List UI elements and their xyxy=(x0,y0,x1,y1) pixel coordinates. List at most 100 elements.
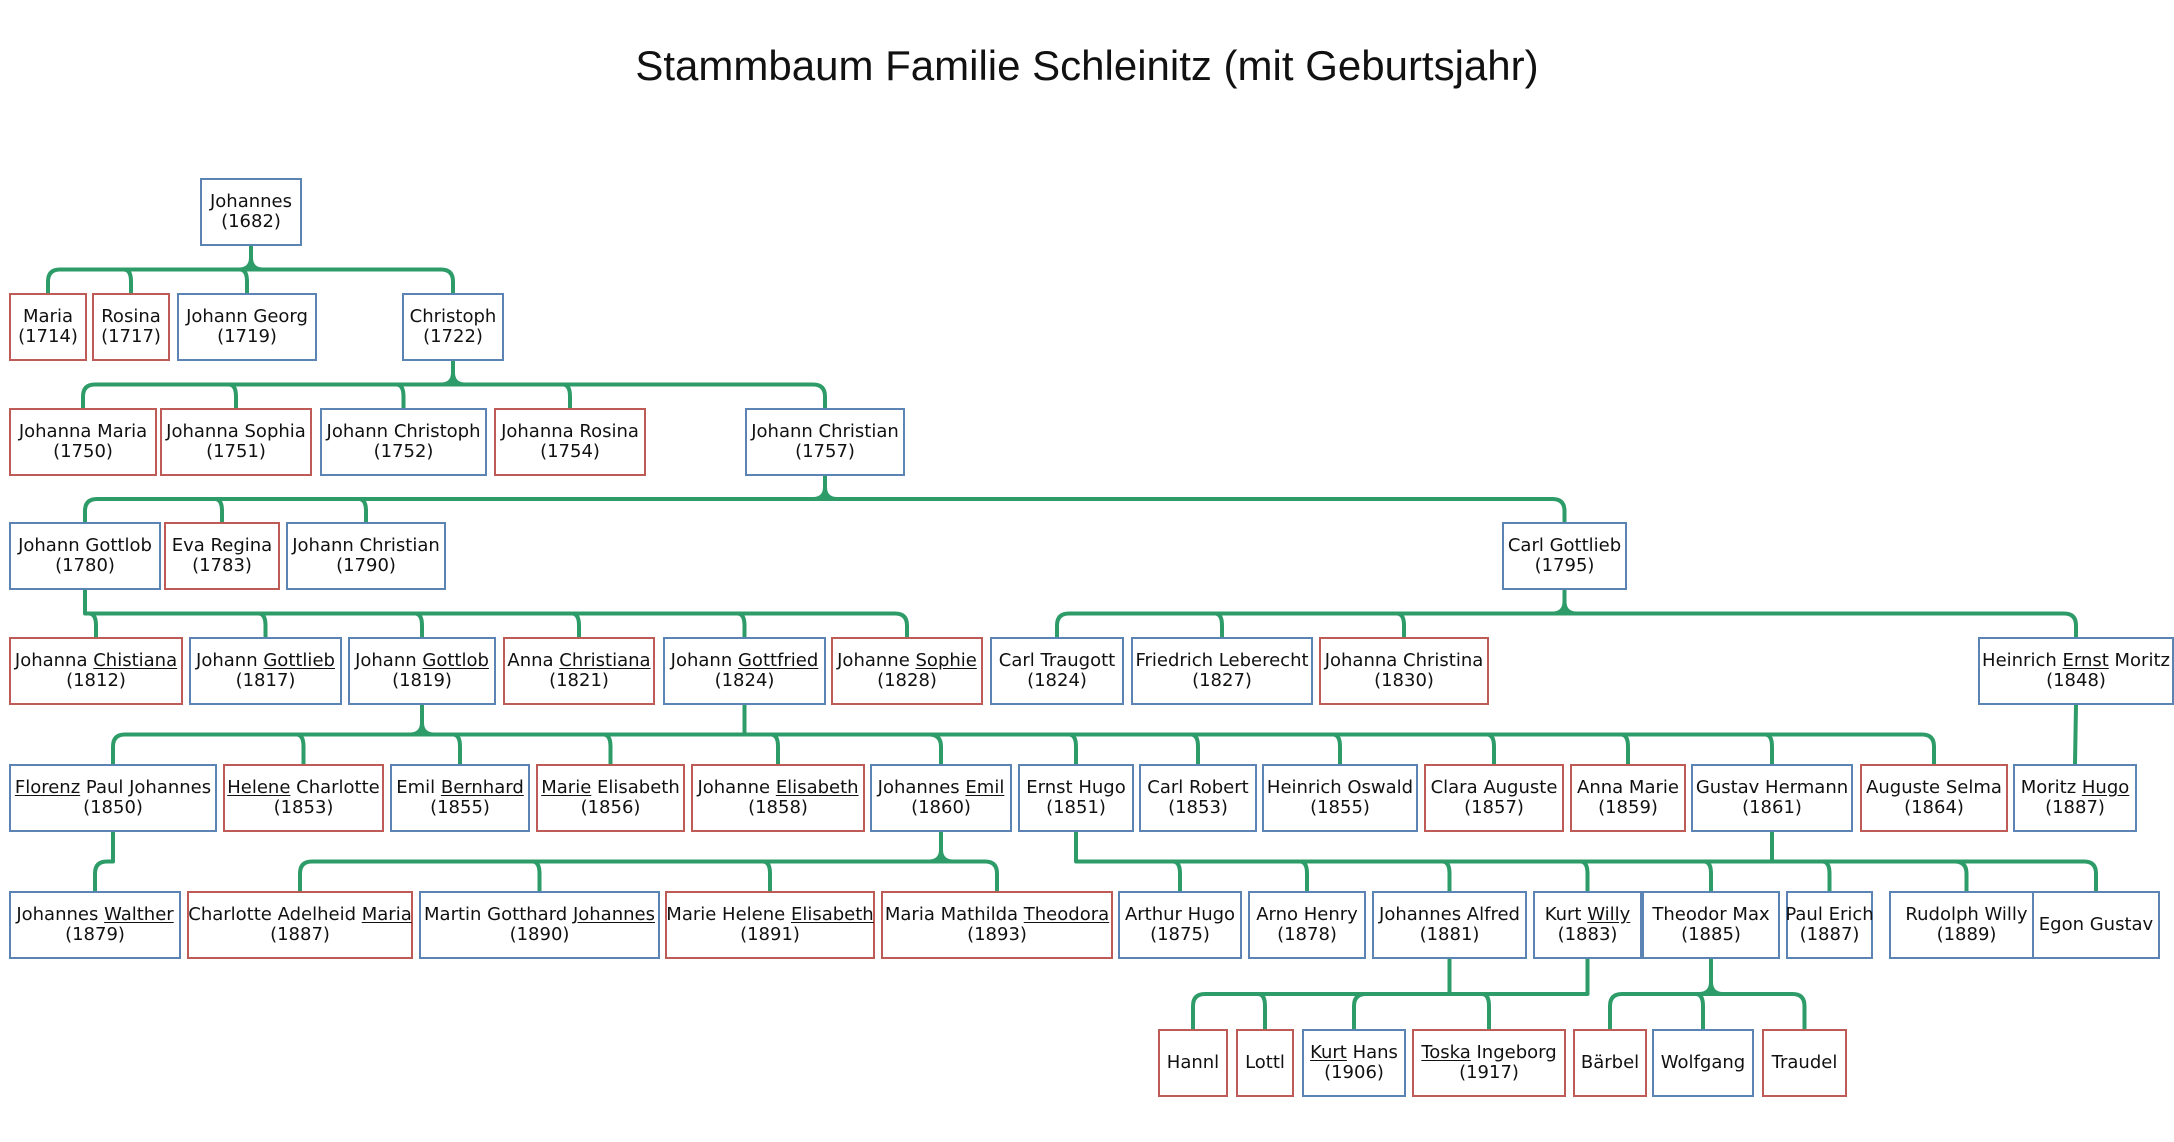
person-name: Johann Christian xyxy=(292,536,440,556)
person-box-p32[interactable]: Carl Robert(1853) xyxy=(1139,764,1257,832)
person-box-p19[interactable]: Johann Gottfried(1824) xyxy=(663,637,826,705)
person-box-p51[interactable]: Egon Gustav xyxy=(2032,891,2160,959)
connector-p24 xyxy=(2073,703,2078,766)
person-box-p25[interactable]: Florenz Paul Johannes(1850) xyxy=(9,764,217,832)
name-part: Marie xyxy=(541,777,592,798)
person-name: Carl Robert xyxy=(1147,778,1248,798)
person-box-p35[interactable]: Anna Marie(1859) xyxy=(1570,764,1686,832)
person-box-p26[interactable]: Helene Charlotte(1853) xyxy=(223,764,384,832)
person-box-p08[interactable]: Johann Christoph(1752) xyxy=(320,408,487,476)
person-box-p03[interactable]: Rosina(1717) xyxy=(92,293,170,361)
person-box-p49[interactable]: Paul Erich(1887) xyxy=(1785,891,1874,959)
person-box-p07[interactable]: Johanna Sophia(1751) xyxy=(160,408,312,476)
name-part: Ernst xyxy=(2062,650,2109,671)
name-part: Moritz xyxy=(2020,777,2082,798)
person-box-p17[interactable]: Johann Gottlob(1819) xyxy=(348,637,496,705)
person-box-p23[interactable]: Johanna Christina(1830) xyxy=(1319,637,1489,705)
person-box-p40[interactable]: Charlotte Adelheid Maria(1887) xyxy=(187,891,413,959)
person-box-p54[interactable]: Kurt Hans(1906) xyxy=(1302,1029,1406,1097)
person-box-p06[interactable]: Johanna Maria(1750) xyxy=(9,408,157,476)
person-box-p53[interactable]: Lottl xyxy=(1236,1029,1294,1097)
person-box-p52[interactable]: Hannl xyxy=(1158,1029,1228,1097)
person-birth-year: (1824) xyxy=(714,670,775,691)
person-box-p16[interactable]: Johann Gottlieb(1817) xyxy=(189,637,342,705)
person-box-p45[interactable]: Arno Henry(1878) xyxy=(1248,891,1366,959)
person-name: Rosina xyxy=(101,307,161,327)
person-box-p21[interactable]: Carl Traugott(1824) xyxy=(990,637,1124,705)
name-part: Florenz xyxy=(14,777,81,798)
person-box-p44[interactable]: Arthur Hugo(1875) xyxy=(1118,891,1242,959)
person-box-p04[interactable]: Johann Georg(1719) xyxy=(177,293,317,361)
person-box-p41[interactable]: Martin Gotthard Johannes(1890) xyxy=(419,891,660,959)
name-part: Marie Helene xyxy=(666,904,791,925)
person-box-p14[interactable]: Carl Gottlieb(1795) xyxy=(1502,522,1627,590)
person-box-p29[interactable]: Johanne Elisabeth(1858) xyxy=(691,764,865,832)
person-name: Marie Elisabeth xyxy=(541,778,680,798)
person-box-p36[interactable]: Gustav Hermann(1861) xyxy=(1691,764,1853,832)
person-birth-year: (1783) xyxy=(192,555,252,576)
person-box-p31[interactable]: Ernst Hugo(1851) xyxy=(1018,764,1134,832)
person-box-p22[interactable]: Friedrich Leberecht(1827) xyxy=(1131,637,1313,705)
person-box-p46[interactable]: Johannes Alfred(1881) xyxy=(1372,891,1527,959)
name-part: Johanne xyxy=(837,650,916,671)
person-box-p47[interactable]: Kurt Willy(1883) xyxy=(1533,891,1642,959)
person-box-p13[interactable]: Johann Christian(1790) xyxy=(286,522,446,590)
person-box-p33[interactable]: Heinrich Oswald(1855) xyxy=(1262,764,1418,832)
person-box-p12[interactable]: Eva Regina(1783) xyxy=(164,522,280,590)
person-box-p55[interactable]: Toska Ingeborg(1917) xyxy=(1412,1029,1566,1097)
person-box-p18[interactable]: Anna Christiana(1821) xyxy=(503,637,655,705)
person-box-p11[interactable]: Johann Gottlob(1780) xyxy=(9,522,161,590)
person-birth-year: (1848) xyxy=(2046,670,2106,691)
name-part: Bernhard xyxy=(440,777,524,798)
person-birth-year: (1878) xyxy=(1277,924,1337,945)
name-part: Johannes Alfred xyxy=(1379,904,1520,925)
person-name: Johann Georg xyxy=(186,307,308,327)
person-birth-year: (1891) xyxy=(740,924,800,945)
connector-p30 xyxy=(298,830,999,893)
name-part: Elisabeth xyxy=(591,777,680,798)
name-part: Rosina xyxy=(101,306,161,327)
person-box-p56[interactable]: Bärbel xyxy=(1573,1029,1647,1097)
person-box-p10[interactable]: Johann Christian(1757) xyxy=(745,408,905,476)
name-part: Johannes xyxy=(209,191,293,212)
person-box-p58[interactable]: Traudel xyxy=(1762,1029,1847,1097)
connector-p14 xyxy=(1055,588,2078,639)
person-box-p30[interactable]: Johannes Emil(1860) xyxy=(870,764,1012,832)
name-part: Emil xyxy=(965,777,1005,798)
name-part: Carl Gottlieb xyxy=(1507,535,1622,556)
person-box-p39[interactable]: Johannes Walther(1879) xyxy=(9,891,181,959)
person-box-p50[interactable]: Rudolph Willy(1889) xyxy=(1889,891,2044,959)
person-name: Arthur Hugo xyxy=(1125,905,1235,925)
name-part: Johannes xyxy=(877,777,966,798)
person-box-p43[interactable]: Maria Mathilda Theodora(1893) xyxy=(881,891,1113,959)
name-part: Theodora xyxy=(1023,904,1110,925)
person-box-p37[interactable]: Auguste Selma(1864) xyxy=(1860,764,2008,832)
person-box-p27[interactable]: Emil Bernhard(1855) xyxy=(390,764,530,832)
name-part: Chistiana xyxy=(93,650,178,671)
person-box-p38[interactable]: Moritz Hugo(1887) xyxy=(2013,764,2137,832)
name-part: Rudolph Willy xyxy=(1905,904,2028,925)
name-part: Charlotte xyxy=(290,777,380,798)
person-birth-year: (1864) xyxy=(1904,797,1964,818)
person-name: Johannes xyxy=(210,192,292,212)
person-box-p57[interactable]: Wolfgang xyxy=(1652,1029,1754,1097)
person-birth-year: (1885) xyxy=(1681,924,1741,945)
person-box-p01[interactable]: Johannes(1682) xyxy=(200,178,302,246)
person-box-p05[interactable]: Christoph(1722) xyxy=(402,293,504,361)
person-box-p34[interactable]: Clara Auguste(1857) xyxy=(1424,764,1564,832)
person-box-p09[interactable]: Johanna Rosina(1754) xyxy=(494,408,646,476)
person-birth-year: (1858) xyxy=(748,797,808,818)
person-box-p24[interactable]: Heinrich Ernst Moritz(1848) xyxy=(1978,637,2174,705)
name-part: Emil xyxy=(396,777,441,798)
person-box-p15[interactable]: Johanna Chistiana(1812) xyxy=(9,637,183,705)
name-part: Moritz xyxy=(2108,650,2170,671)
person-box-p28[interactable]: Marie Elisabeth(1856) xyxy=(536,764,685,832)
person-box-p20[interactable]: Johanne Sophie(1828) xyxy=(831,637,983,705)
person-box-p42[interactable]: Marie Helene Elisabeth(1891) xyxy=(665,891,875,959)
person-box-p02[interactable]: Maria(1714) xyxy=(9,293,87,361)
person-birth-year: (1890) xyxy=(509,924,570,945)
person-birth-year: (1719) xyxy=(217,326,277,347)
person-name: Johann Christoph xyxy=(327,422,481,442)
person-box-p48[interactable]: Theodor Max(1885) xyxy=(1642,891,1780,959)
person-name: Johanna Maria xyxy=(19,422,147,442)
